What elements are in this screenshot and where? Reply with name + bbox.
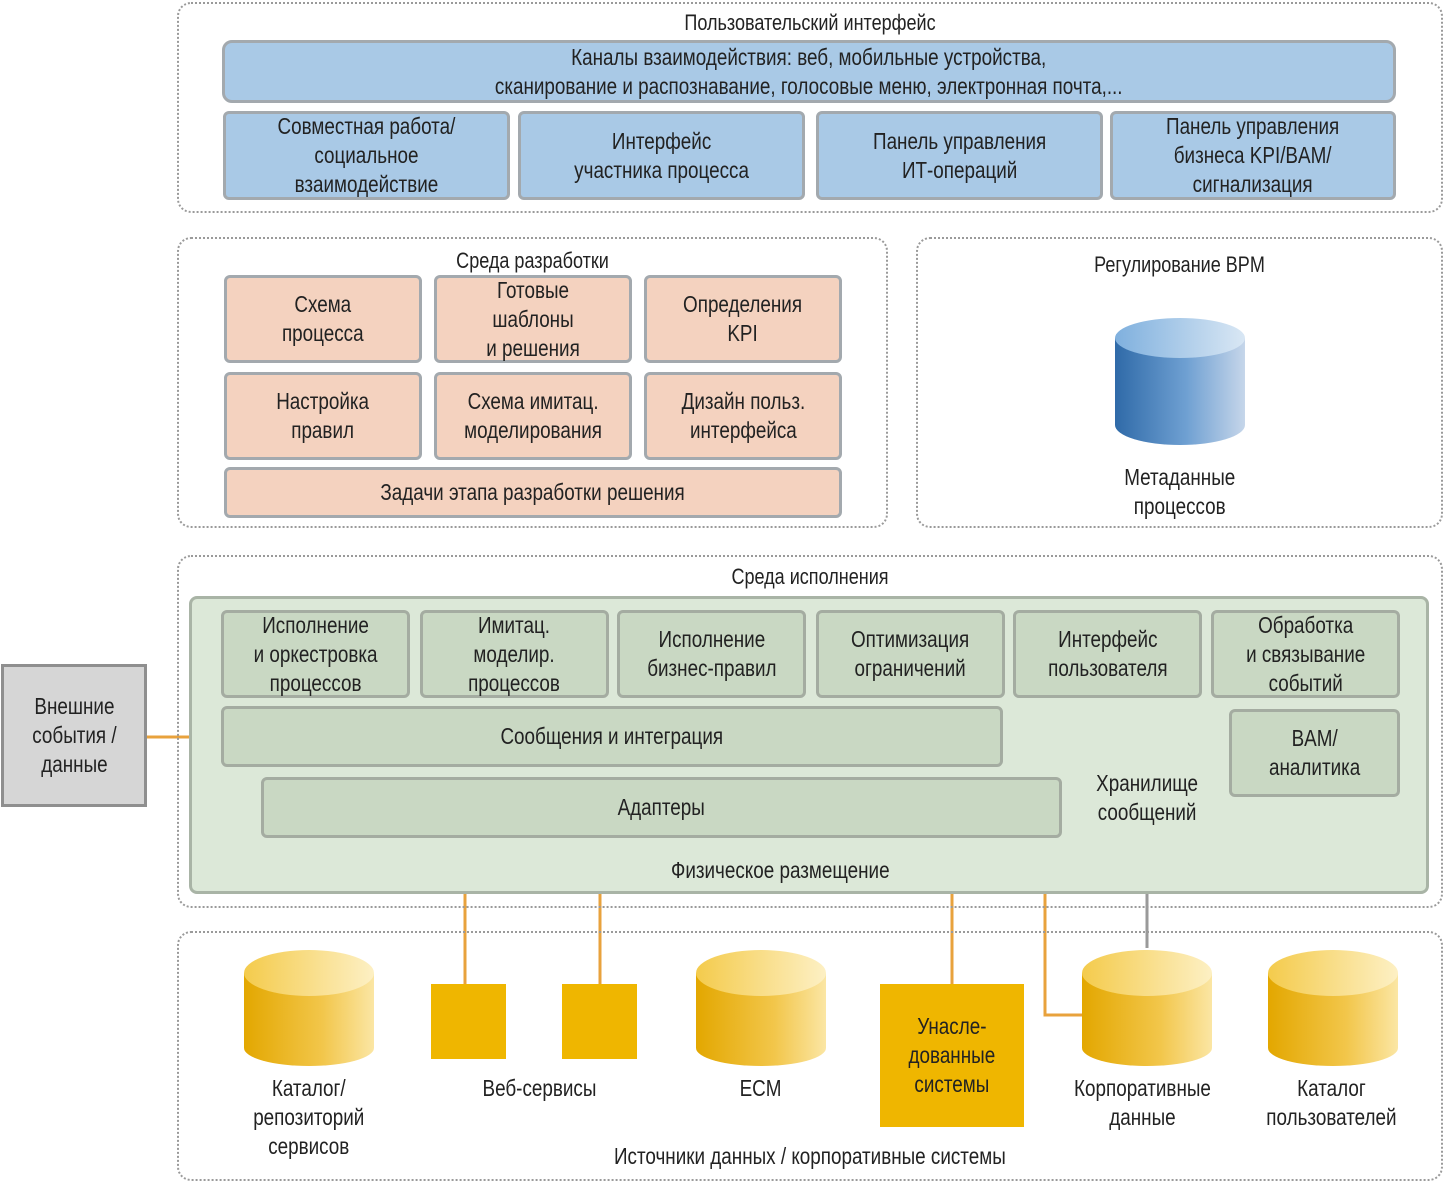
solution-tasks-box: Задачи этапа разработки решения [224,467,842,518]
simulation-model-box: Схема имитац. моделирования [434,372,632,460]
external-events-box: Внешние события / данные [1,664,147,807]
templates-label: Готовые шаблоны и решения [486,276,580,361]
user-interface-runtime-box: Интерфейс пользователя [1013,610,1202,698]
messaging-integration-box: Сообщения и интеграция [221,706,1003,767]
participant-interface-label: Интерфейс участника процесса [574,127,749,183]
metadata-database-icon [1115,318,1245,445]
process-orchestration-label: Исполнение и оркестровка процессов [253,611,378,696]
service-catalog-database-icon [244,950,374,1066]
development-title: Среда разработки [456,248,609,273]
corporate-data-label: Корпоративные данные [1073,1075,1211,1130]
user-interface-section: Пользовательский интерфейс [177,2,1443,213]
external-events-label: Внешние события / данные [31,693,117,777]
governance-section: Регулирование BPM [916,237,1443,528]
user-catalog-label: Каталог пользователей [1265,1075,1397,1130]
runtime-title: Среда исполнения [731,564,889,589]
event-processing-label: Обработка и связывание событий [1245,611,1366,696]
user-interface-runtime-label: Интерфейс пользователя [1047,626,1168,681]
adapters-box: Адаптеры [261,777,1062,838]
rules-setup-box: Настройка правил [224,372,422,460]
user-interface-title: Пользовательский интерфейс [684,10,936,35]
business-rules-box: Исполнение бизнес-правил [617,610,806,698]
process-simulation-label: Имитац. моделир. процессов [468,611,561,696]
process-model-box: Схема процесса [224,275,422,363]
business-kpi-dashboard-box: Панель управления бизнеса KPI/BAM/ сигна… [1110,111,1396,200]
rules-setup-label: Настройка правил [276,388,370,443]
interaction-channels-text: Каналы взаимодействия: веб, мобильные ус… [495,43,1123,99]
metadata-label: Метаданные процессов [1124,464,1236,519]
bam-analytics-label: BAM/ аналитика [1268,725,1361,780]
collaboration-label: Совместная работа/ социальное взаимодейс… [277,113,456,197]
simulation-model-label: Схема имитац. моделирования [464,388,602,443]
collaboration-box: Совместная работа/ социальное взаимодейс… [223,111,510,200]
event-processing-box: Обработка и связывание событий [1211,610,1400,698]
legacy-systems-box: Унасле- дованные системы [880,984,1024,1127]
process-model-label: Схема процесса [282,291,364,346]
ecm-database-icon [696,950,826,1066]
participant-interface-box: Интерфейс участника процесса [518,111,805,200]
kpi-definitions-box: Определения KPI [644,275,842,363]
it-operations-dashboard-label: Панель управления ИТ-операций [872,127,1047,183]
messaging-integration-label: Сообщения и интеграция [500,723,724,749]
legacy-systems-label: Унасле- дованные системы [908,1013,996,1097]
corporate-data-connector-line [1043,836,1082,1017]
message-store-label: Хранилище сообщений [1096,770,1198,825]
development-section: Среда разработки [177,237,888,528]
web-services-label: Веб-сервисы [482,1075,596,1101]
ui-design-box: Дизайн польз. интерфейса [644,372,842,460]
solution-tasks-label: Задачи этапа разработки решения [380,479,686,505]
constraint-optimization-box: Оптимизация ограничений [816,610,1005,698]
data-sources-section [177,931,1443,1181]
templates-box: Готовые шаблоны и решения [434,275,632,363]
constraint-optimization-label: Оптимизация ограничений [851,626,970,681]
bam-analytics-box: BAM/ аналитика [1229,709,1400,797]
adapters-label: Адаптеры [617,794,706,820]
runtime-section: Среда исполнения [177,555,1443,908]
ui-design-label: Дизайн польз. интерфейса [681,388,805,443]
data-sources-title: Источники данных / корпоративные системы [614,1143,1006,1169]
business-kpi-dashboard-label: Панель управления бизнеса KPI/BAM/ сигна… [1166,113,1340,197]
ecm-label: ECM [740,1075,782,1101]
it-operations-dashboard-box: Панель управления ИТ-операций [816,111,1103,200]
corporate-data-database-icon [1082,950,1212,1066]
interaction-channels-box: Каналы взаимодействия: веб, мобильные ус… [222,40,1396,103]
user-catalog-database-icon [1268,950,1398,1066]
physical-deployment-label: Физическое размещение [670,857,890,883]
service-catalog-label: Каталог/ репозиторий сервисов [253,1075,365,1159]
kpi-definitions-label: Определения KPI [683,291,803,346]
process-orchestration-box: Исполнение и оркестровка процессов [221,610,410,698]
process-simulation-box: Имитац. моделир. процессов [420,610,609,698]
governance-title: Регулирование BPM [1094,252,1265,277]
web-service-square-1 [431,984,506,1059]
web-service-square-2 [562,984,637,1059]
business-rules-label: Исполнение бизнес-правил [646,626,777,681]
